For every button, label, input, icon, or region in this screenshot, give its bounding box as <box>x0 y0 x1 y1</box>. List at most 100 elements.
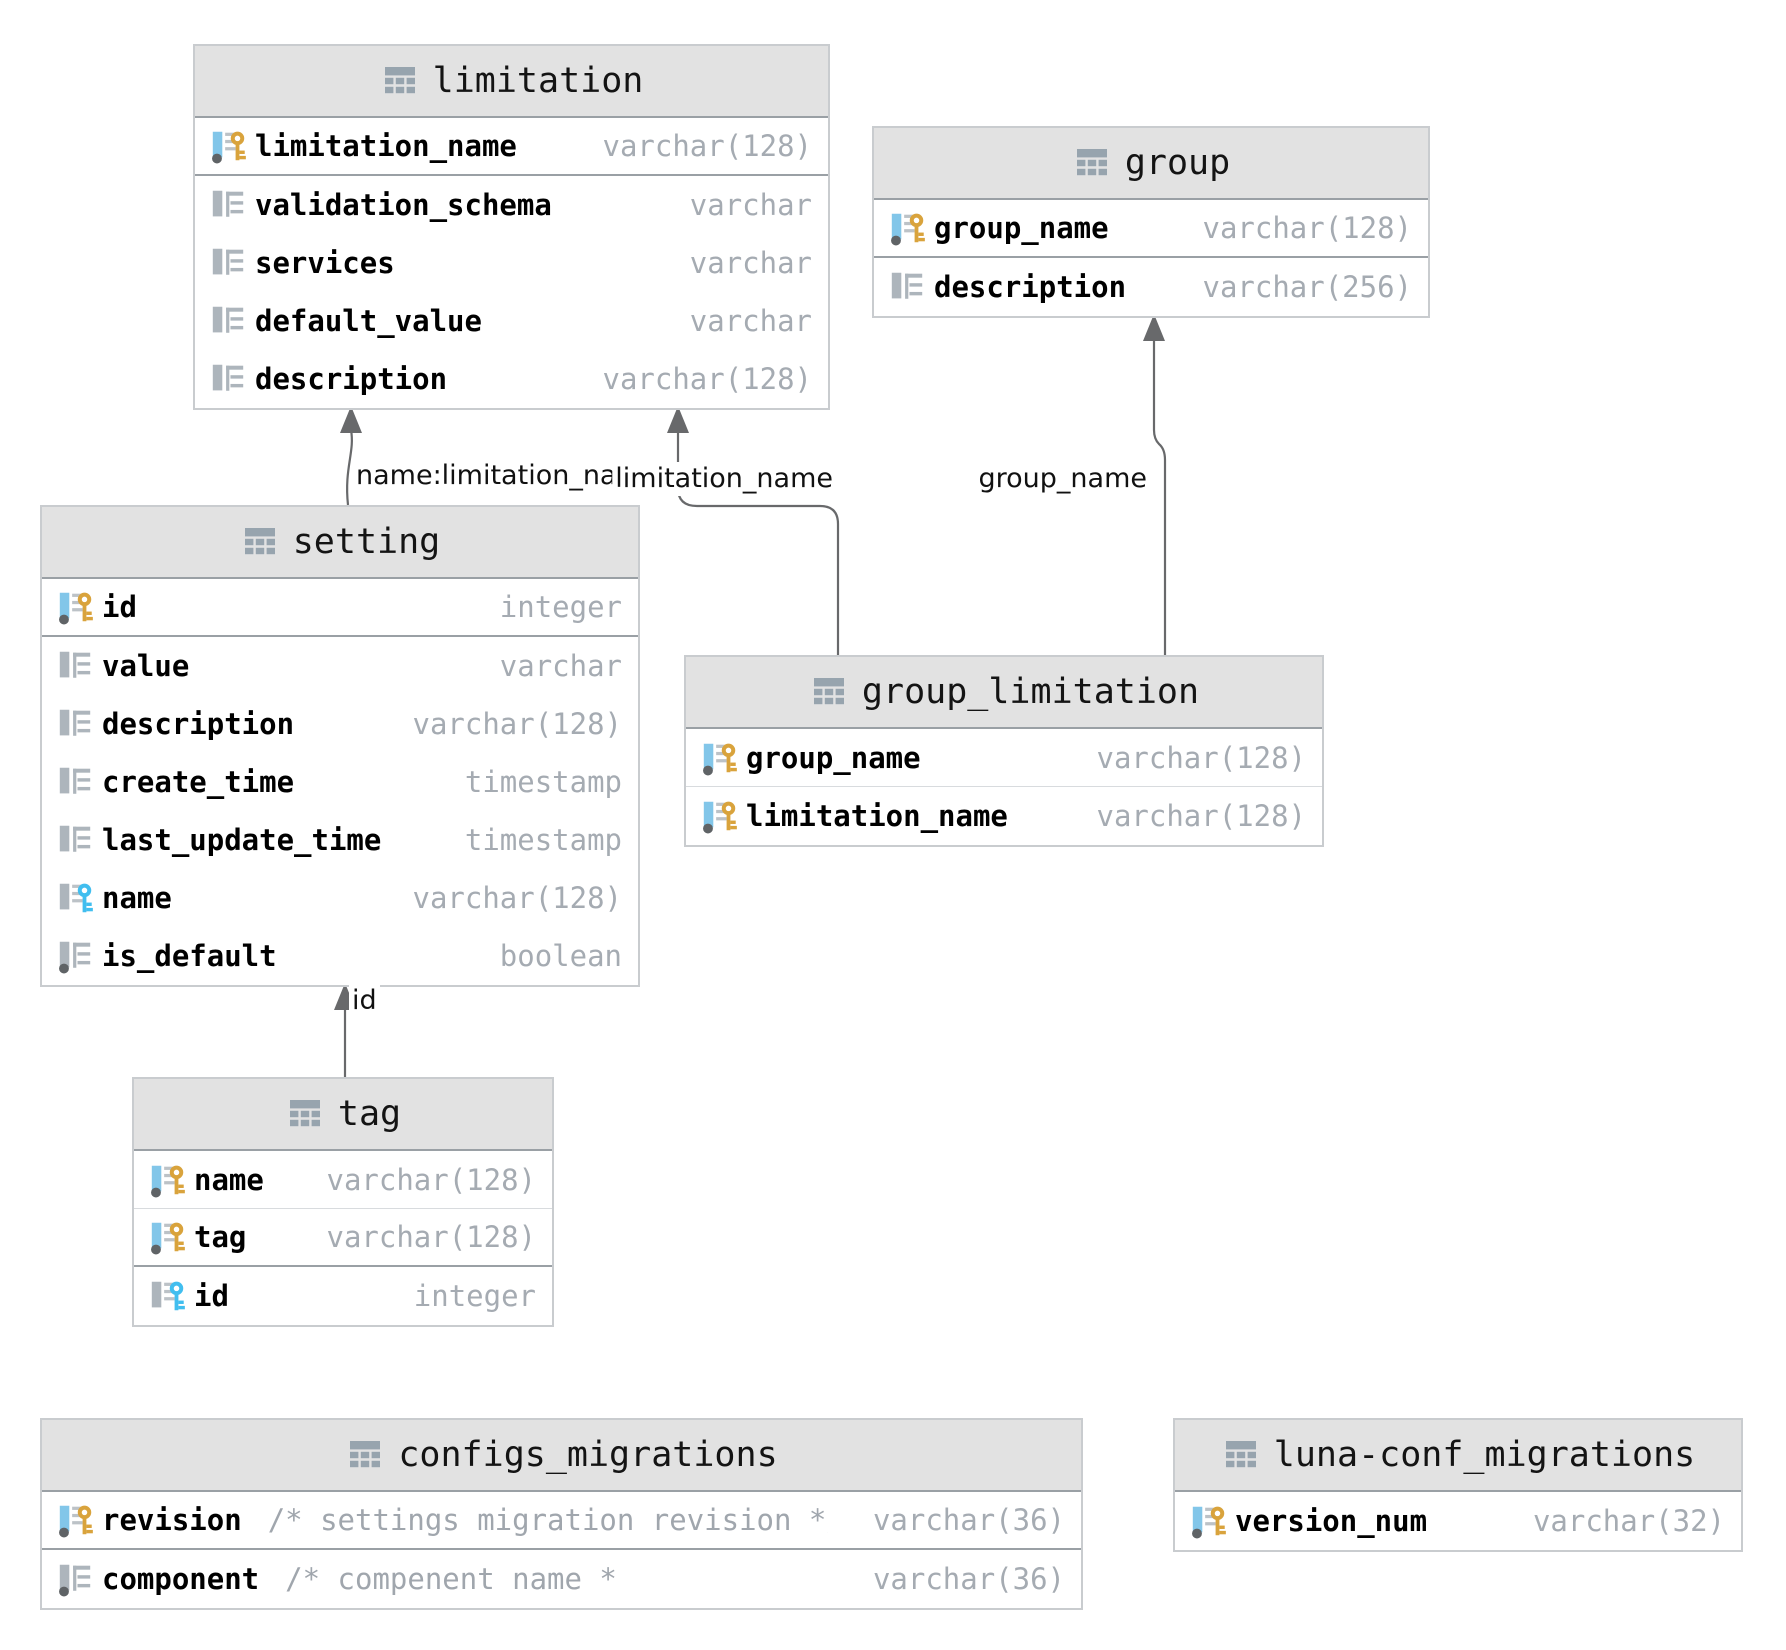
table-icon <box>1076 149 1107 176</box>
column-name: tag <box>194 1220 247 1254</box>
column-name: group_name <box>746 740 921 775</box>
column-name: description <box>934 270 1127 304</box>
table-header-group_limitation[interactable]: group_limitation <box>686 657 1322 729</box>
not-null-column-icon <box>59 1564 91 1597</box>
column-row-limitation-validation_schema[interactable]: validation_schema varchar <box>195 176 828 234</box>
column-icon <box>212 248 244 275</box>
column-row-configs_migrations-revision[interactable]: revision/* settings migration revision *… <box>42 1492 1081 1550</box>
column-row-setting-description[interactable]: description varchar(128) <box>42 695 638 753</box>
edge-label-group_limitation-to-group: group_name <box>975 462 1150 496</box>
column-type: varchar(36) <box>872 1503 1065 1537</box>
column-icon <box>59 825 91 852</box>
column-name: limitation_name <box>746 799 1008 833</box>
primary-key-icon <box>59 592 93 625</box>
column-type: varchar(128) <box>412 881 622 915</box>
primary-key-icon <box>212 131 246 164</box>
column-type: timestamp <box>464 823 622 857</box>
column-name: description <box>102 707 295 741</box>
column-name: id <box>102 590 137 624</box>
primary-key-icon <box>891 213 925 246</box>
column-icon <box>59 651 91 678</box>
column-type: varchar(128) <box>412 707 622 741</box>
column-name: create_time <box>102 765 295 799</box>
column-type: varchar(36) <box>872 1562 1065 1596</box>
table-icon <box>813 678 844 705</box>
table-header-luna-conf_migrations[interactable]: luna-conf_migrations <box>1175 1420 1741 1492</box>
column-comment: /* compenent name */ <box>285 1562 616 1596</box>
column-type: varchar <box>689 304 812 338</box>
column-row-setting-last_update_time[interactable]: last_update_time timestamp <box>42 811 638 869</box>
column-icon <box>212 306 244 333</box>
column-icon <box>212 364 244 391</box>
table-header-tag[interactable]: tag <box>134 1079 552 1151</box>
table-icon <box>1225 1441 1256 1468</box>
column-name: last_update_time <box>102 823 382 857</box>
table-header-setting[interactable]: setting <box>42 507 638 579</box>
column-name: name <box>102 881 172 915</box>
primary-key-icon <box>59 1505 93 1538</box>
column-row-configs_migrations-component[interactable]: component/* compenent name */varchar(36) <box>42 1550 1081 1608</box>
column-name: validation_schema <box>255 188 552 222</box>
edge-arrowhead <box>340 406 362 433</box>
column-type: varchar(128) <box>1096 799 1306 833</box>
table-title: group <box>1124 143 1231 183</box>
column-row-setting-name[interactable]: name varchar(128) <box>42 869 638 927</box>
column-row-limitation-description[interactable]: description varchar(128) <box>195 350 828 408</box>
column-type: varchar <box>689 188 812 222</box>
table-title: group_limitation <box>861 672 1200 712</box>
column-icon <box>59 767 91 794</box>
table-header-configs_migrations[interactable]: configs_migrations <box>42 1420 1081 1492</box>
indexed-column-key-icon <box>151 1281 185 1311</box>
primary-key-icon <box>703 743 737 775</box>
column-type: varchar(128) <box>326 1220 536 1254</box>
not-null-column-icon <box>59 941 91 974</box>
table-header-group[interactable]: group <box>874 128 1428 200</box>
column-type: varchar(128) <box>602 362 812 396</box>
column-type: varchar(32) <box>1532 1504 1725 1538</box>
edge-label-setting-to-limitation: name:limitation_name <box>353 459 663 493</box>
table-title: setting <box>292 522 441 562</box>
column-comment: /* settings migration revision */ <box>267 1503 828 1537</box>
column-name: id <box>194 1279 229 1313</box>
column-type: varchar <box>689 246 812 280</box>
column-row-group_limitation-limitation_name[interactable]: limitation_name varchar(128) <box>686 787 1322 845</box>
edge-group_limitation-to-limitation <box>667 406 840 655</box>
edge-label-tag-to-setting: id <box>349 984 380 1018</box>
edge-label-group_limitation-to-limitation: limitation_name <box>612 462 836 496</box>
edge-setting-to-limitation <box>340 406 362 506</box>
table-title: tag <box>337 1094 402 1134</box>
column-type: timestamp <box>464 765 622 799</box>
column-type: varchar(128) <box>1202 211 1412 245</box>
table-icon <box>350 1441 381 1468</box>
column-name: services <box>255 246 395 280</box>
column-row-tag-tag[interactable]: tag varchar(128) <box>134 1209 552 1267</box>
edge-arrowhead <box>1143 314 1165 341</box>
table-icon <box>289 1100 320 1127</box>
column-row-limitation-services[interactable]: services varchar <box>195 234 828 292</box>
column-name: limitation_name <box>255 129 517 163</box>
column-row-setting-create_time[interactable]: create_time timestamp <box>42 753 638 811</box>
column-name: description <box>255 362 448 396</box>
table-header-limitation[interactable]: limitation <box>195 46 828 118</box>
edge-group_limitation-to-group <box>1143 314 1167 655</box>
